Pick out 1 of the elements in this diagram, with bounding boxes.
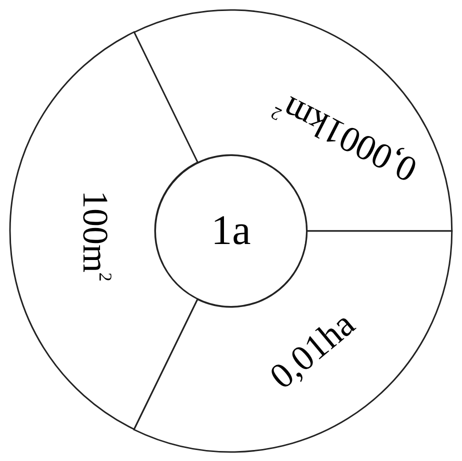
unit-label: 1a bbox=[211, 210, 251, 252]
